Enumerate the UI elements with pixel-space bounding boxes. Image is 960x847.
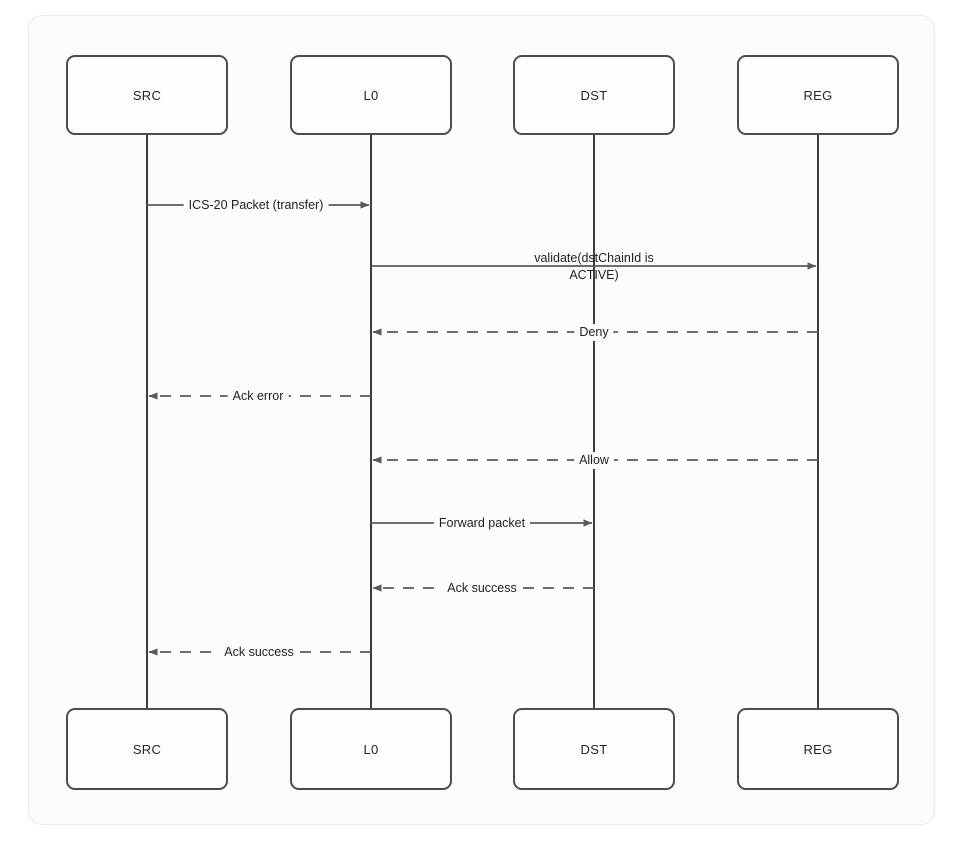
- message-label-ack-success-dst: Ack success: [442, 580, 522, 597]
- message-label-validate: validate(dstChainId is ACTIVE): [519, 250, 669, 284]
- actor-label-reg-bottom: REG: [803, 741, 833, 757]
- actor-box-bottom-src[interactable]: SRC: [66, 708, 228, 790]
- actor-box-bottom-l0[interactable]: L0: [290, 708, 452, 790]
- message-label-ack-error: Ack error: [227, 388, 289, 405]
- actor-label-dst-bottom: DST: [580, 741, 608, 757]
- message-label-deny: Deny: [574, 324, 614, 341]
- actor-box-top-dst[interactable]: DST: [513, 55, 675, 135]
- message-label-allow: Allow: [574, 452, 614, 469]
- message-label-forward-packet: Forward packet: [433, 515, 531, 532]
- actor-box-top-reg[interactable]: REG: [737, 55, 899, 135]
- message-label-validate-line2: ACTIVE): [569, 268, 619, 282]
- actor-label-l0: L0: [363, 87, 379, 103]
- message-label-ics-20-packet: ICS-20 Packet (transfer): [183, 197, 329, 214]
- actor-box-top-l0[interactable]: L0: [290, 55, 452, 135]
- actor-box-bottom-reg[interactable]: REG: [737, 708, 899, 790]
- actor-label-src-bottom: SRC: [132, 741, 162, 757]
- actor-label-l0-bottom: L0: [363, 741, 379, 757]
- diagram-frame: [28, 15, 935, 825]
- message-label-ack-success-src: Ack success: [219, 644, 299, 661]
- actor-box-bottom-dst[interactable]: DST: [513, 708, 675, 790]
- actor-box-top-src[interactable]: SRC: [66, 55, 228, 135]
- actor-label-dst: DST: [580, 87, 608, 103]
- message-label-validate-line1: validate(dstChainId is: [534, 251, 654, 265]
- actor-label-src: SRC: [132, 87, 162, 103]
- actor-label-reg: REG: [803, 87, 833, 103]
